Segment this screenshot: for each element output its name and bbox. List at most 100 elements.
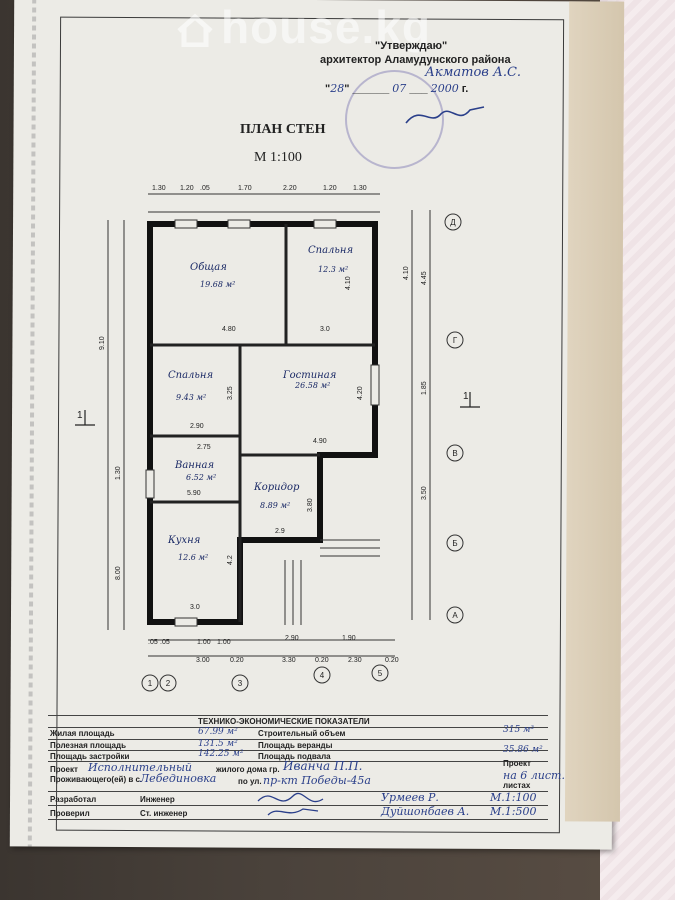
inner-dim-10: 4.20: [357, 386, 364, 400]
section-label-right: 1: [463, 391, 469, 402]
inner-dim-5: 2.75: [197, 444, 211, 451]
inner-dim-1: 4.80: [222, 326, 236, 333]
axis-label-d: Д: [450, 218, 456, 227]
date-day: 28: [330, 82, 345, 95]
inner-dim-3: 2.90: [190, 423, 204, 430]
project-on-label: Проект: [503, 759, 531, 768]
basement-value: 35.86 м²: [503, 745, 543, 755]
axis-circle-3: [231, 674, 249, 692]
street-value: пр-кт Победы-45а: [263, 774, 371, 787]
left-dim-3: 8.00: [115, 566, 122, 580]
veranda-label: Площадь веранды: [258, 741, 333, 750]
resident-value: Лебединовка: [140, 772, 217, 785]
living-area-value: 67.99 м²: [198, 727, 238, 737]
room-area-common: 19.68 м²: [200, 280, 235, 289]
right-dim-1: 4.10: [403, 266, 410, 280]
room-name-bedroom-1: Спальня: [308, 245, 353, 256]
top-dim-4: 1.70: [238, 185, 252, 192]
bottom-dim-1: .05: [148, 639, 158, 646]
checked-label: Проверил: [50, 809, 90, 818]
axis-circle-1: [141, 674, 159, 692]
axis-label-1: 1: [148, 679, 153, 688]
room-name-corridor: Коридор: [253, 482, 300, 493]
axis-circle-4: [313, 666, 331, 684]
approve-heading: "Утверждаю": [375, 40, 448, 52]
approve-signature-name: Акматов А.С.: [425, 65, 522, 80]
bottom2-dim-1: 3.00: [196, 657, 210, 664]
bottom2-dim-3: 3.30: [282, 657, 296, 664]
room-area-bedroom-1: 12.3 м²: [318, 265, 348, 274]
date-year: 2000: [430, 82, 459, 95]
bottom-dim-2: .05: [160, 639, 170, 646]
axis-label-v: В: [452, 449, 457, 458]
table-signatures: [257, 793, 324, 816]
tech-econ-table: ТЕХНИКО-ЭКОНОМИЧЕСКИЕ ПОКАЗАТЕЛИ Жилая п…: [48, 715, 565, 828]
top-dim-1: 1.30: [152, 185, 166, 192]
engineer-value: Урмеев Р.: [381, 791, 439, 804]
approve-date: "28" ______ 07 ___ 2000 г.: [325, 82, 469, 95]
date-month: 07: [392, 82, 407, 95]
inner-dim-6: 5.90: [187, 490, 201, 497]
top-dim-5: 2.20: [283, 185, 297, 192]
inner-walls: [150, 224, 375, 622]
house-label: жилого дома гр.: [216, 765, 280, 774]
axis-circle-5: [371, 664, 389, 682]
bottom-dim-3: 1.00: [197, 639, 211, 646]
watermark: house.kg: [175, 0, 431, 54]
axis-circle-d: [444, 213, 462, 231]
room-name-bedroom-2: Спальня: [168, 370, 213, 381]
senior-value: Дуйшонбаев А.: [381, 805, 470, 818]
room-area-corridor: 8.89 м²: [260, 501, 290, 510]
senior-label: Ст. инженер: [140, 809, 188, 818]
street-label: по ул.: [238, 777, 262, 786]
axis-circle-g: [446, 331, 464, 349]
house-value: Иванча П.П.: [283, 759, 363, 773]
porch-steps: [284, 539, 380, 625]
approval-signature: [405, 106, 485, 124]
sheets-label: листах: [503, 781, 531, 790]
top-dim-6: 1.20: [323, 185, 337, 192]
basement-label: Площадь подвала: [258, 752, 331, 761]
built-area-value: 142.25 м²: [198, 749, 244, 759]
room-area-bath: 6.52 м²: [186, 473, 216, 482]
date-suffix: г.: [461, 83, 469, 95]
axis-circle-2: [159, 674, 177, 692]
top-dim-7: 1.30: [353, 185, 367, 192]
axis-label-a: А: [452, 611, 458, 620]
left-dim-1: 9.10: [99, 336, 106, 350]
bottom2-dim-5: 2.30: [348, 657, 362, 664]
inner-dim-4: 4.90: [313, 438, 327, 445]
left-dim-2: 1.30: [115, 466, 122, 480]
inner-dim-12: 3.80: [307, 498, 314, 512]
bottom-dim-6: 1.90: [342, 635, 356, 642]
inner-dim-2: 3.0: [320, 326, 330, 333]
bottom2-dim-6: 0.20: [385, 657, 399, 664]
bottom2-dim-4: 0.20: [315, 657, 329, 664]
watermark-text: house.kg: [221, 1, 431, 53]
room-name-bath: Ванная: [174, 460, 214, 471]
bottom-dim-4: 1.00: [217, 639, 231, 646]
axis-label-b: Б: [452, 539, 457, 548]
section-label-left: 1: [77, 410, 83, 421]
developed-label: Разработал: [50, 795, 97, 804]
room-name-living: Гостиная: [282, 370, 336, 381]
top-dim-3: .05: [200, 185, 210, 192]
project-on-value: на 6 лист.: [503, 769, 565, 782]
plan-title: ПЛАН СТЕН: [240, 122, 326, 137]
section-mark-left: [75, 410, 95, 426]
axis-circle-b: [446, 534, 464, 552]
room-area-living: 26.58 м²: [294, 381, 330, 390]
axis-circle-a: [446, 606, 464, 624]
outer-walls: [147, 221, 378, 625]
useful-area-label: Полезная площадь: [50, 741, 126, 750]
room-name-common: Общая: [190, 262, 227, 273]
axis-label-g: Г: [453, 336, 458, 345]
house-icon: [177, 13, 213, 47]
plan-scale: М 1:100: [254, 150, 302, 165]
useful-area-value: 131.5 м²: [198, 739, 238, 749]
bottom-dim-5: 2.90: [285, 635, 299, 642]
axis-label-3: 3: [238, 679, 243, 688]
inner-dim-7: 2.9: [275, 528, 285, 535]
right-dim-2: 4.45: [421, 271, 428, 285]
